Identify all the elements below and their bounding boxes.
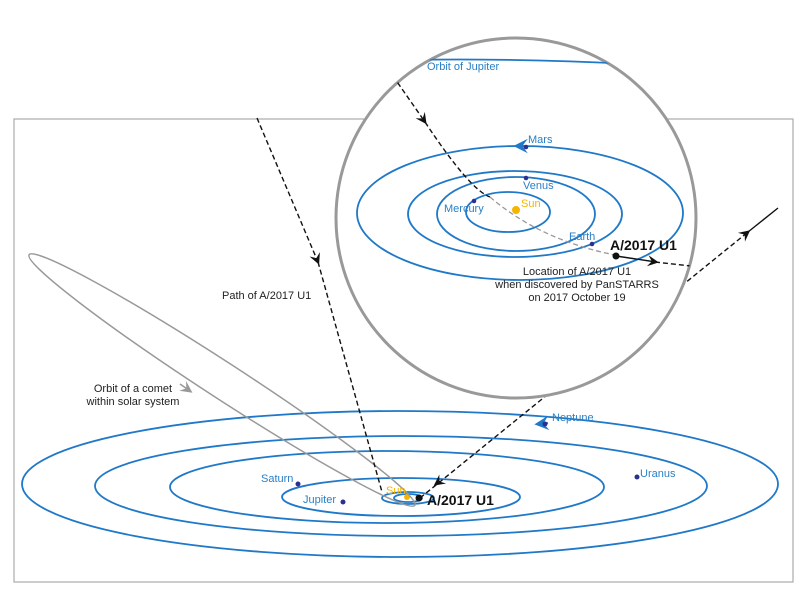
inset-path-in — [424, 121, 491, 198]
inset-sun-label: Sun — [521, 198, 541, 210]
inset-circle — [334, 36, 698, 400]
uranus-dot — [634, 474, 640, 480]
comet-arrow-icon — [179, 380, 193, 393]
mars-label: Mars — [528, 134, 553, 146]
neptune-orbit — [21, 410, 779, 558]
inset-sun — [512, 206, 520, 214]
path-arrow-in — [256, 117, 320, 265]
mars-orbit-small — [381, 491, 435, 505]
uranus-label: Uranus — [640, 468, 676, 480]
jupiter-label: Jupiter — [303, 494, 336, 506]
inset-object-arrow — [615, 255, 659, 267]
comet-label-2: within solar system — [86, 396, 180, 408]
neptune-dot — [542, 421, 548, 427]
mercury-label: Mercury — [444, 203, 484, 215]
jupiter-dot — [340, 499, 346, 505]
comet-label-1: Orbit of a comet — [94, 383, 172, 395]
sun-label: Sun — [386, 485, 406, 497]
earth-label: Earth — [569, 231, 595, 243]
path-arrow-out-near — [433, 474, 447, 486]
orbit-of-jupiter-label: Orbit of Jupiter — [427, 61, 499, 73]
saturn-dot — [295, 481, 301, 487]
venus-label: Venus — [523, 180, 554, 192]
discovery-label-3: on 2017 October 19 — [528, 292, 625, 304]
jupiter-orbit — [281, 477, 521, 517]
object-label: A/2017 U1 — [427, 492, 494, 508]
path-arrow-out — [737, 207, 779, 242]
inset-path-arrow — [392, 75, 427, 125]
discovery-label-1: Location of A/2017 U1 — [523, 266, 631, 278]
mercury-dot — [471, 198, 477, 204]
inset-path-behind — [489, 196, 616, 256]
comet-orbit — [28, 253, 416, 507]
venus-dot — [523, 175, 529, 181]
neptune-label: Neptune — [552, 412, 594, 424]
earth-orbit — [407, 170, 623, 258]
uranus-orbit — [94, 435, 708, 537]
object-dot — [415, 494, 423, 502]
inset-object-label: A/2017 U1 — [610, 237, 677, 253]
discovery-label-2: when discovered by PanSTARRS — [494, 279, 659, 291]
path-label: Path of A/2017 U1 — [222, 290, 311, 302]
mercury-orbit — [465, 191, 551, 233]
saturn-label: Saturn — [261, 473, 293, 485]
venus-orbit — [436, 176, 596, 252]
mars-dot — [523, 144, 529, 150]
saturn-orbit — [169, 450, 605, 524]
earth-dot — [589, 241, 595, 247]
inset-object-dot — [612, 252, 620, 260]
